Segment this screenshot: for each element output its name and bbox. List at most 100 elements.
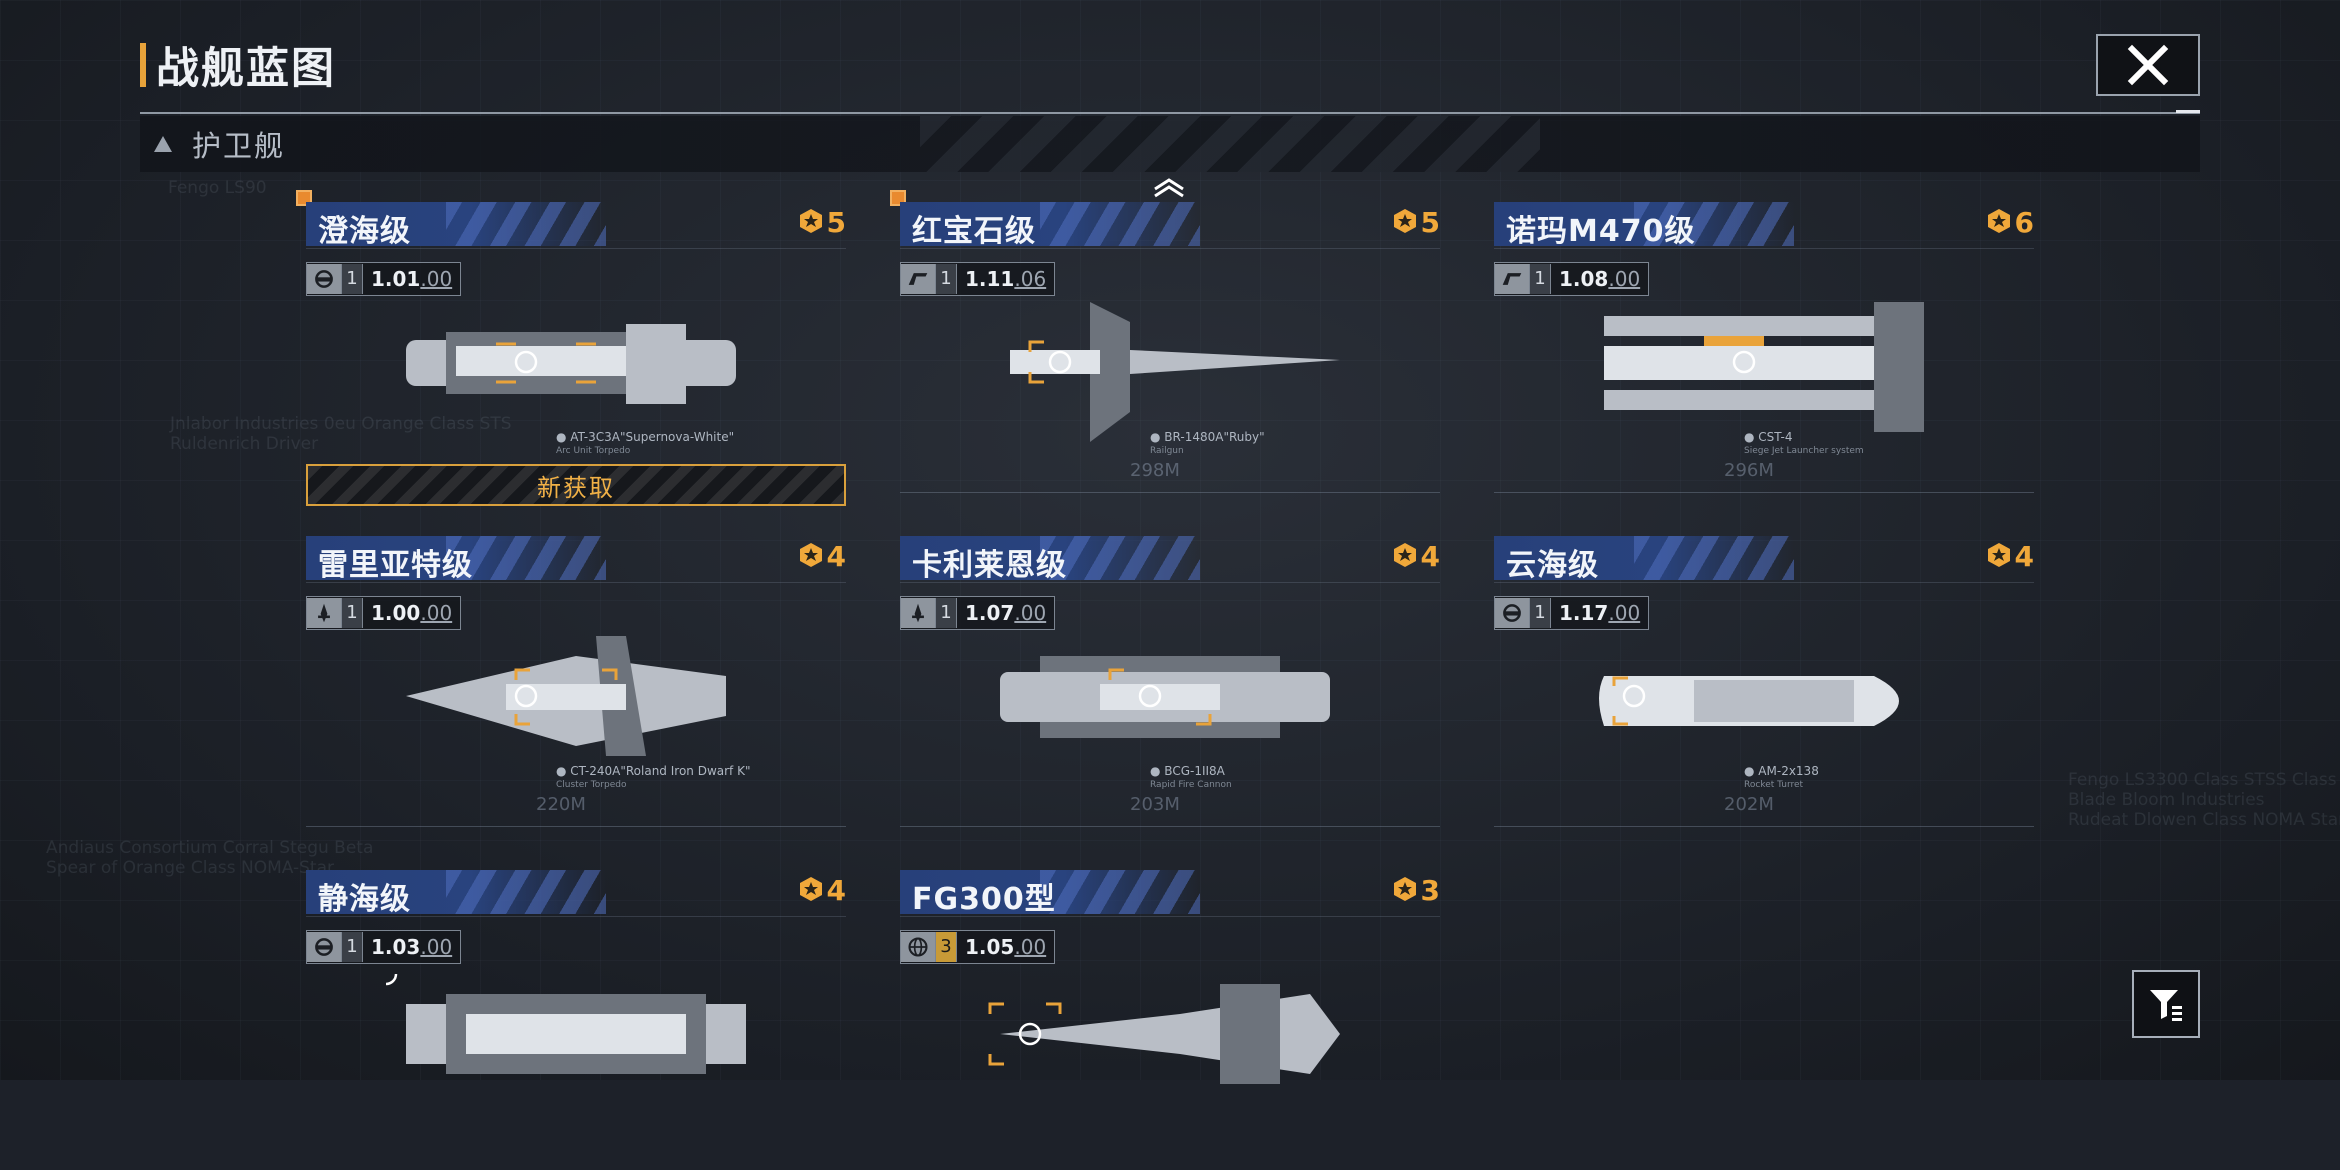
carrier-class-icon [307,932,341,962]
card-line [1494,582,2034,583]
close-icon [2127,44,2169,86]
missile-class-icon [901,598,935,628]
ship-tier: 1 [341,932,363,962]
length-scale [900,478,1440,493]
ship-blueprint-image [980,636,1360,776]
ship-rating: 6 [1985,206,2034,239]
section-label: 护卫舰 [192,129,286,163]
card-line [306,916,846,917]
ship-tier: 1 [1529,598,1551,628]
weapon-sub-label: Arc Unit Torpedo [556,446,631,456]
ship-rating: 5 [797,206,846,239]
ship-version: 1.01.00 [363,264,460,294]
bg-text-consortium: Andiaus Consortium Corral Stegu Beta Spe… [46,838,374,878]
ship-name-bar: 红宝石级 [900,202,1200,246]
ship-card[interactable]: 云海级 4 1 1.17.00 ● AM-2x138 Rocket Turret… [1494,536,2034,836]
title-bar: 战舰蓝图 [140,40,336,94]
ship-name-bar: 诺玛M470级 [1494,202,1794,246]
version-main: 1.00 [371,601,421,625]
chevron-up-icon[interactable] [1152,176,1186,198]
ship-length: 202M [1724,794,1774,815]
ship-blueprint-image [980,302,1360,442]
card-line [306,248,846,249]
rating-badge-icon [1985,541,2013,573]
ship-blueprint-image [980,974,1360,1094]
ship-tier: 3 [935,932,957,962]
ship-name-bar: 雷里亚特级 [306,536,606,580]
ship-card[interactable]: 雷里亚特级 4 1 1.00.00 ● CT-240A"Roland Iron … [306,536,846,836]
ship-length: 203M [1130,794,1180,815]
ship-length: 296M [1724,460,1774,481]
rating-value: 4 [2014,540,2034,573]
rating-value: 6 [2014,206,2034,239]
frigate-class-icon [901,264,935,294]
ship-name: 静海级 [318,882,411,914]
weapon-label: ● BCG-1II8A [1150,764,1225,778]
ship-card[interactable]: 诺玛M470级 6 1 1.08.00 ● CST-4 Siege Jet La… [1494,202,2034,502]
ship-blueprint-image [1574,636,1954,776]
ship-stats: 1 1.08.00 [1494,262,1650,296]
ship-rating: 3 [1391,874,1440,907]
carrier-class-icon [307,264,341,294]
card-line [1494,248,2034,249]
ship-stats: 1 1.11.06 [900,262,1056,296]
version-main: 1.03 [371,935,421,959]
ship-stats: 1 1.00.00 [306,596,462,630]
ship-stats: 1 1.07.00 [900,596,1056,630]
card-line [900,916,1440,917]
title-accent [140,43,146,87]
rating-badge-icon [1391,207,1419,239]
ship-blueprint-image [386,974,766,1094]
ship-tier: 1 [341,264,363,294]
length-scale [900,812,1440,827]
ship-version: 1.17.00 [1551,598,1648,628]
ship-card[interactable]: 红宝石级 5 1 1.11.06 ● BR-1480A"Ruby" Railgu… [890,190,1440,502]
page-title: 战舰蓝图 [156,44,336,94]
ship-name: 澄海级 [318,214,411,246]
version-main: 1.01 [371,267,421,291]
version-sub: .00 [420,267,453,291]
ship-length: 220M [536,794,586,815]
rating-value: 3 [1420,874,1440,907]
ship-name: FG300型 [912,882,1056,914]
ship-card[interactable]: FG300型 3 3 1.05.00 [900,870,1440,1170]
filter-icon [2150,990,2182,1021]
rating-badge-icon [1391,541,1419,573]
card-line [900,248,1440,249]
weapon-label: ● CST-4 [1744,430,1793,444]
bg-text-fengo: Fengo LS90 [168,178,267,198]
ship-name-bar: FG300型 [900,870,1200,914]
rating-badge-icon [797,875,825,907]
section-header-escort[interactable]: 护卫舰 [140,116,2200,172]
weapon-label: ● AM-2x138 [1744,764,1819,778]
rating-value: 5 [1420,206,1440,239]
ship-stats: 1 1.03.00 [306,930,462,964]
ship-version: 1.00.00 [363,598,460,628]
length-scale [1494,812,2034,827]
ship-card[interactable]: 卡利莱恩级 4 1 1.07.00 ● BCG-1II8A Rapid Fire… [900,536,1440,836]
ship-tier: 1 [1529,264,1551,294]
rating-value: 4 [1420,540,1440,573]
ship-rating: 4 [797,874,846,907]
ship-name: 卡利莱恩级 [912,548,1067,580]
ship-version: 1.08.00 [1551,264,1648,294]
ship-card[interactable]: 澄海级 5 1 1.01.00 ● AT-3C3A"Supernova-Whit… [296,190,846,506]
card-line [306,582,846,583]
rating-value: 4 [826,874,846,907]
version-sub: .00 [1608,601,1641,625]
divider [140,112,2200,114]
ship-name: 诺玛M470级 [1506,214,1696,246]
ship-card[interactable]: 静海级 4 1 1.03.00 [306,870,846,1170]
weapon-sub-label: Railgun [1150,446,1184,456]
weapon-label: ● AT-3C3A"Supernova-White" [556,430,735,444]
bg-text-industries: Jnlabor Industries 0eu Orange Class STS … [170,414,512,454]
new-acquired-label: 新获取 [537,473,615,502]
version-sub: .00 [1014,935,1047,959]
new-acquired-banner: 新获取 [306,464,846,506]
close-button[interactable] [2096,34,2200,96]
ship-rating: 4 [1391,540,1440,573]
ship-blueprint-image [1574,302,1954,442]
filter-button[interactable] [2132,970,2200,1038]
version-main: 1.05 [965,935,1015,959]
weapon-label: ● CT-240A"Roland Iron Dwarf K" [556,764,751,778]
